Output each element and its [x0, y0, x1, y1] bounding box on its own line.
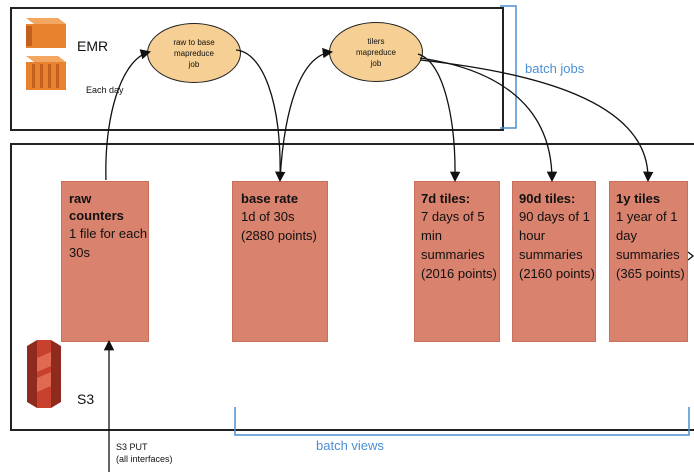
- tiles-1y-title: 1y tiles: [616, 191, 661, 206]
- tiles-1y-line-1: 1 year of 1: [616, 209, 678, 224]
- s3-put-line-1: S3 PUT: [116, 442, 148, 452]
- tilers-job: tilers mapreduce job: [329, 22, 423, 82]
- emr-label: EMR: [77, 38, 109, 54]
- emr-icon: [26, 18, 66, 90]
- tiles-7d-line-4: (2016 points): [421, 266, 497, 281]
- tiles-90d-line-2: hour: [519, 228, 546, 243]
- batch-views-label: batch views: [316, 438, 384, 453]
- tiles-90d-title: 90d tiles:: [519, 191, 576, 206]
- raw-counters-line-1: 1 file for each: [69, 226, 148, 241]
- batch-views-bracket: [234, 407, 690, 436]
- tiles-90d-line-4: (2160 points): [519, 266, 595, 281]
- base-rate-line-1: 1d of 30s: [241, 209, 295, 224]
- tiles-1y-line-3: summaries: [616, 247, 680, 262]
- s3-label: S3: [77, 391, 95, 407]
- tiles-90d-box: 90d tiles: 90 days of 1 hour summaries (…: [512, 181, 596, 342]
- tiles-7d-line-1: 7 days of 5: [421, 209, 485, 224]
- s3-put-line-2: (all interfaces): [116, 454, 173, 464]
- raw-counters-line-2: 30s: [69, 245, 90, 260]
- base-rate-box: base rate 1d of 30s (2880 points): [232, 181, 328, 342]
- tiles-7d-title: 7d tiles:: [421, 191, 471, 206]
- tiles-7d-box: 7d tiles: 7 days of 5 min summaries (201…: [414, 181, 500, 342]
- tiles-90d-line-1: 90 days of 1: [519, 209, 590, 224]
- batch-jobs-bracket: [500, 5, 517, 129]
- tiles-7d-line-3: summaries: [421, 247, 485, 262]
- tilers-job-label: tilers mapreduce job: [355, 36, 397, 68]
- s3-put-label: S3 PUT (all interfaces): [116, 441, 173, 465]
- batch-jobs-label: batch jobs: [525, 61, 585, 76]
- tiles-1y-line-2: day: [616, 228, 637, 243]
- tiles-7d-line-2: min: [421, 228, 442, 243]
- base-rate-line-2: (2880 points): [241, 228, 317, 243]
- raw-counters-title-1: raw: [69, 191, 92, 206]
- emr-container: [10, 7, 504, 131]
- tiles-1y-line-4: (365 points): [616, 266, 685, 281]
- raw-counters-box: raw counters 1 file for each 30s: [61, 181, 149, 342]
- raw-counters-title-2: counters: [69, 208, 124, 223]
- raw-to-base-job: raw to base mapreduce job: [147, 23, 241, 83]
- each-day-label: Each day: [86, 85, 124, 95]
- tiles-1y-box: 1y tiles 1 year of 1 day summaries (365 …: [609, 181, 688, 342]
- s3-icon: [27, 340, 61, 408]
- raw-to-base-job-label: raw to base mapreduce job: [173, 37, 215, 69]
- s3-container: [10, 143, 694, 431]
- base-rate-title: base rate: [241, 191, 299, 206]
- tiles-90d-line-3: summaries: [519, 247, 583, 262]
